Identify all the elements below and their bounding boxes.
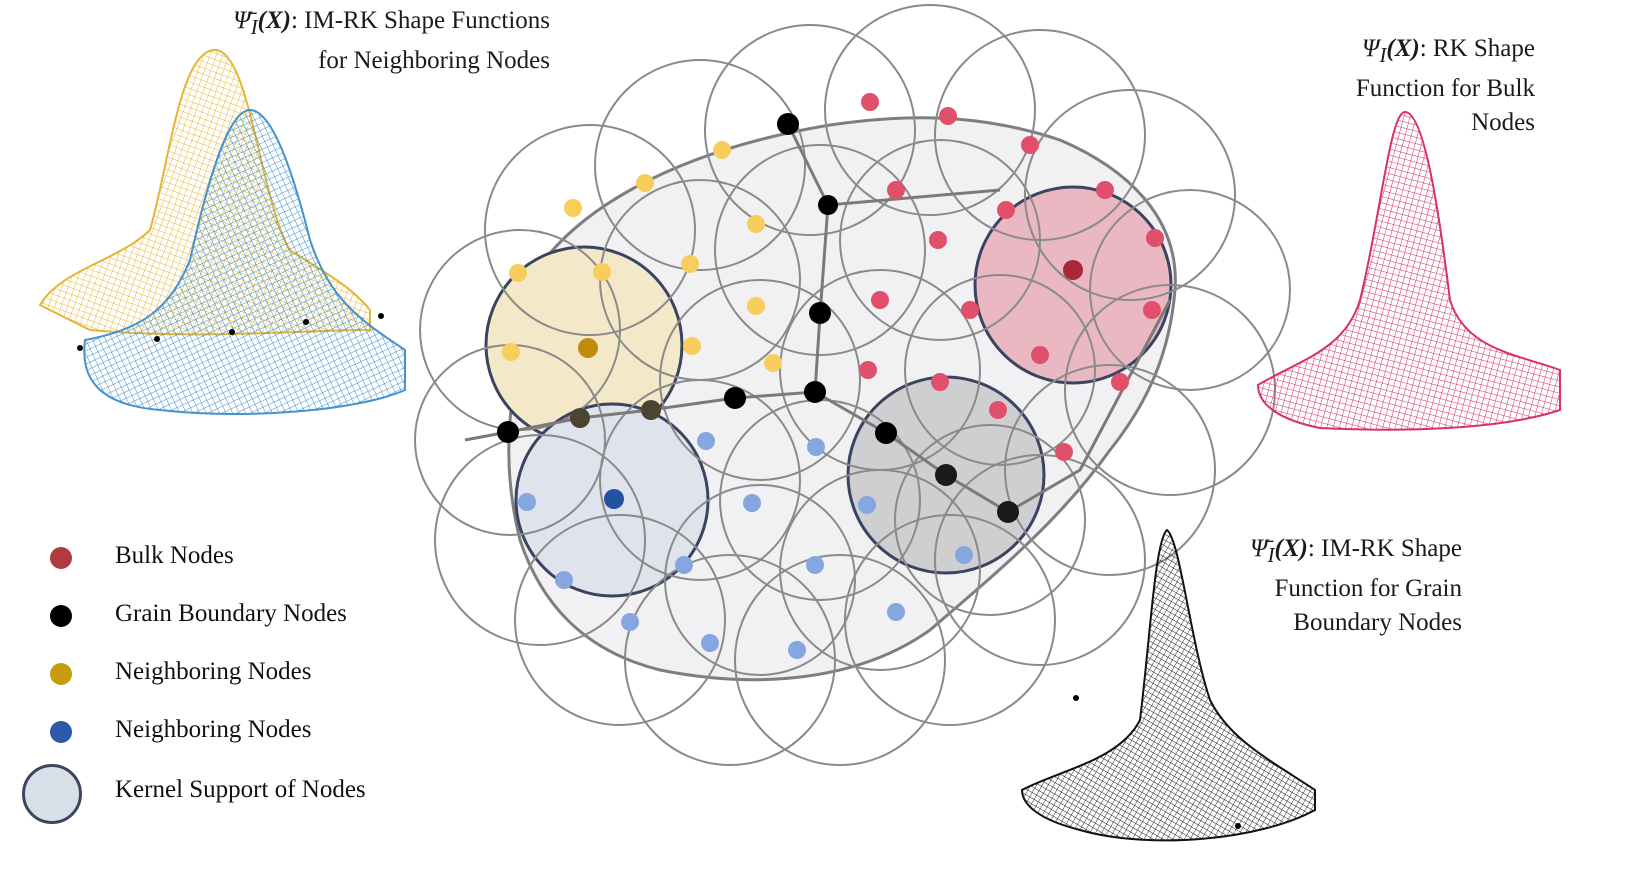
kernel-support-ring-icon xyxy=(22,764,82,824)
psi-symbol: Ψ xyxy=(1361,35,1380,62)
title-line3: Boundary Nodes xyxy=(1293,609,1462,636)
title-grain-boundary: Ψ̄I(X): IM-RK Shape Function for Grain B… xyxy=(1200,532,1462,640)
subscript: I xyxy=(1379,43,1387,67)
blue-dot-icon xyxy=(50,721,72,743)
red-dot-icon xyxy=(50,547,72,569)
surface-grain-boundary xyxy=(1020,528,1316,842)
legend-label: Kernel Support of Nodes xyxy=(115,776,366,803)
subscript: I xyxy=(1267,543,1275,567)
legend-label: Bulk Nodes xyxy=(115,542,234,569)
grain-boundary-nodes xyxy=(497,113,1019,523)
black-dot-icon xyxy=(50,605,72,627)
legend-label: Neighboring Nodes xyxy=(115,658,312,685)
title-bulk: ΨI(X): RK Shape Function for Bulk Nodes xyxy=(1290,32,1535,140)
legend-item-neighboring-blue: Neighboring Nodes xyxy=(20,716,440,756)
legend-item-bulk: Bulk Nodes xyxy=(20,542,440,582)
argument: (X) xyxy=(1386,35,1420,62)
title-line2: for Neighboring Nodes xyxy=(318,47,550,74)
argument: (X) xyxy=(257,7,291,34)
argument: (X) xyxy=(1274,535,1308,562)
blue-neighbor-nodes xyxy=(518,432,973,659)
yellow-neighbor-nodes xyxy=(502,141,782,372)
surface-neighboring xyxy=(38,48,406,415)
title-line1: : IM-RK Shape Functions xyxy=(290,7,550,34)
psi-bar-symbol: Ψ̄ xyxy=(1250,535,1268,562)
surface-bulk xyxy=(1256,110,1561,431)
title-line3: Nodes xyxy=(1471,109,1535,136)
psi-bar-symbol: Ψ̄ xyxy=(233,7,251,34)
legend-item-grain-boundary: Grain Boundary Nodes xyxy=(20,600,440,640)
legend-item-kernel-support: Kernel Support of Nodes xyxy=(20,764,440,824)
legend-item-neighboring-yellow: Neighboring Nodes xyxy=(20,658,440,698)
yellow-dot-icon xyxy=(50,663,72,685)
bulk-nodes xyxy=(859,93,1164,461)
legend-label: Neighboring Nodes xyxy=(115,716,312,743)
subscript: I xyxy=(250,15,258,39)
legend-label: Grain Boundary Nodes xyxy=(115,600,347,627)
title-line1: : RK Shape xyxy=(1419,35,1535,62)
title-line2: Function for Grain xyxy=(1274,575,1462,602)
title-line2: Function for Bulk xyxy=(1355,75,1535,102)
title-line1: : IM-RK Shape xyxy=(1307,535,1462,562)
title-neighboring: Ψ̄I(X): IM-RK Shape Functions for Neighb… xyxy=(150,4,550,78)
